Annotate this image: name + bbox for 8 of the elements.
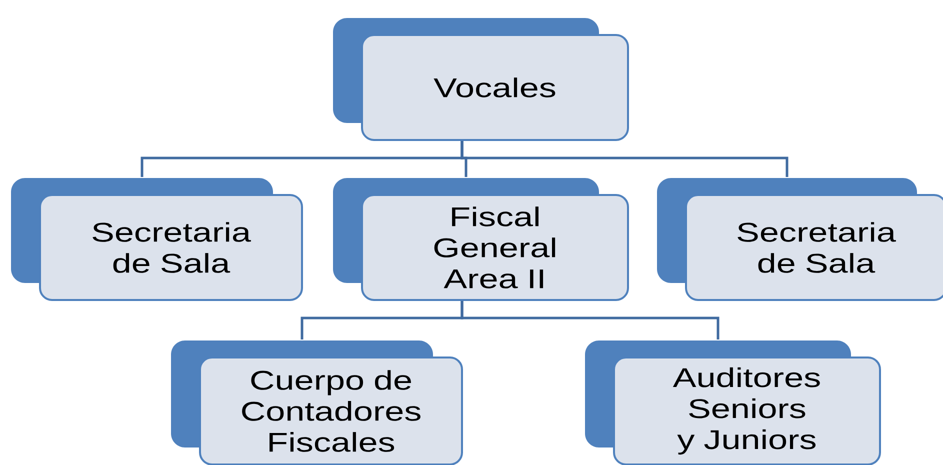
org-box: Secretaria de Sala: [11, 178, 303, 301]
org-box: Vocales: [333, 18, 629, 141]
org-box: Cuerpo de Contadores Fiscales: [171, 340, 463, 465]
connector: [460, 300, 720, 340]
org-box: Fiscal General Area II: [333, 178, 629, 301]
connector: [460, 141, 788, 177]
org-box: Auditores Seniors y Juniors: [585, 340, 881, 465]
org-box: Secretaria de Sala: [657, 178, 943, 301]
